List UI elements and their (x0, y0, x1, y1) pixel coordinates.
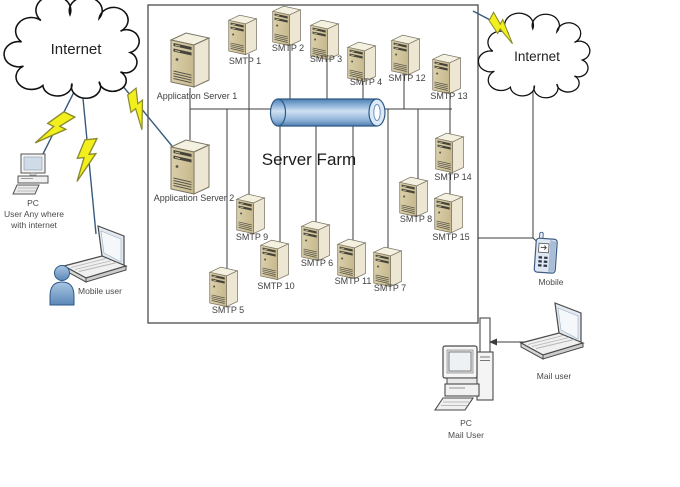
connector-node (479, 317, 491, 357)
client-mobile-user: Mobile user (49, 225, 127, 306)
client-mail-laptop: Mail user (520, 302, 584, 381)
server-smtp-14: SMTP 14 (434, 132, 472, 182)
label-smtp-14: SMTP 14 (434, 172, 471, 182)
internet-cloud-right-label: Internet (514, 49, 560, 64)
label-pc-line2: User Any where (4, 209, 64, 219)
label-smtp-2: SMTP 2 (272, 43, 304, 53)
backbone-cylinder-icon (269, 98, 386, 127)
server-tower-icon (337, 238, 366, 279)
mobile-phone-icon (533, 231, 559, 274)
label-smtp-12: SMTP 12 (388, 73, 425, 83)
server-smtp-15: SMTP 15 (432, 192, 470, 242)
server-smtp-13: SMTP 13 (430, 53, 468, 101)
label-smtp-3: SMTP 3 (310, 54, 342, 64)
label-mail-user: Mail user (537, 371, 572, 381)
label-smtp-4: SMTP 4 (350, 77, 382, 87)
server-application-2: Application Server 2 (154, 139, 235, 203)
label-smtp-13: SMTP 13 (430, 91, 467, 101)
server-smtp-6: SMTP 6 (301, 220, 333, 268)
server-tower-icon (434, 192, 463, 233)
server-smtp-1: SMTP 1 (228, 14, 261, 66)
client-mail-pc: PC Mail User (434, 345, 494, 440)
label-smtp-6: SMTP 6 (301, 258, 333, 268)
label-mobile: Mobile (538, 277, 563, 287)
lightning-bolt-icon (72, 137, 102, 183)
server-tower-icon (170, 32, 210, 88)
server-smtp-4: SMTP 4 (347, 41, 382, 87)
label-mail-pc-line1: PC (460, 418, 472, 428)
internet-cloud-left-label: Internet (51, 41, 103, 58)
server-smtp-2: SMTP 2 (272, 5, 304, 53)
label-smtp-11: SMTP 11 (335, 276, 372, 286)
server-tower-icon (260, 239, 289, 280)
server-farm-title: Server Farm (262, 150, 356, 169)
server-tower-icon (432, 53, 461, 94)
label-application-server-2: Application Server 2 (154, 193, 235, 203)
server-tower-icon (170, 139, 210, 195)
server-smtp-8: SMTP 8 (399, 176, 432, 224)
server-tower-icon (347, 41, 376, 82)
server-application-1: Application Server 1 (157, 32, 238, 101)
server-smtp-10: SMTP 10 (257, 239, 295, 291)
server-tower-icon (209, 266, 238, 307)
server-smtp-9: SMTP 9 (236, 193, 268, 242)
server-farm-boundary (147, 4, 479, 324)
label-smtp-10: SMTP 10 (257, 281, 294, 291)
client-mobile-phone: Mobile (533, 231, 564, 287)
server-tower-icon (236, 193, 265, 234)
label-smtp-7: SMTP 7 (374, 283, 406, 293)
server-smtp-7: SMTP 7 (373, 246, 406, 293)
label-mail-pc-line2: Mail User (448, 430, 484, 440)
server-smtp-11: SMTP 11 (335, 238, 372, 286)
server-tower-icon (228, 14, 257, 55)
label-smtp-1: SMTP 1 (229, 56, 261, 66)
server-tower-icon (373, 246, 402, 287)
label-mobile-user: Mobile user (78, 286, 122, 296)
label-pc-line1: PC (27, 198, 39, 208)
laptop-icon (63, 225, 127, 283)
server-tower-icon (391, 34, 420, 75)
server-tower-icon (272, 5, 301, 46)
label-pc-line3: with internet (10, 220, 57, 230)
lightning-bolt-icon (34, 105, 76, 155)
client-pc-internet: PC User Any where with internet (4, 153, 64, 230)
arrow-to-connector-icon (489, 338, 497, 346)
server-smtp-3: SMTP 3 (310, 19, 342, 64)
label-smtp-15: SMTP 15 (432, 232, 469, 242)
desktop-pc-icon (12, 153, 49, 195)
label-smtp-9: SMTP 9 (236, 232, 268, 242)
server-smtp-5: SMTP 5 (209, 266, 244, 315)
desktop-pc-icon (434, 345, 494, 411)
label-application-server-1: Application Server 1 (157, 91, 238, 101)
server-smtp-12: SMTP 12 (388, 34, 426, 83)
laptop-icon (520, 302, 584, 360)
label-smtp-8: SMTP 8 (400, 214, 432, 224)
label-smtp-5: SMTP 5 (212, 305, 244, 315)
server-tower-icon (435, 132, 464, 173)
server-tower-icon (301, 220, 330, 261)
server-tower-icon (399, 176, 428, 217)
